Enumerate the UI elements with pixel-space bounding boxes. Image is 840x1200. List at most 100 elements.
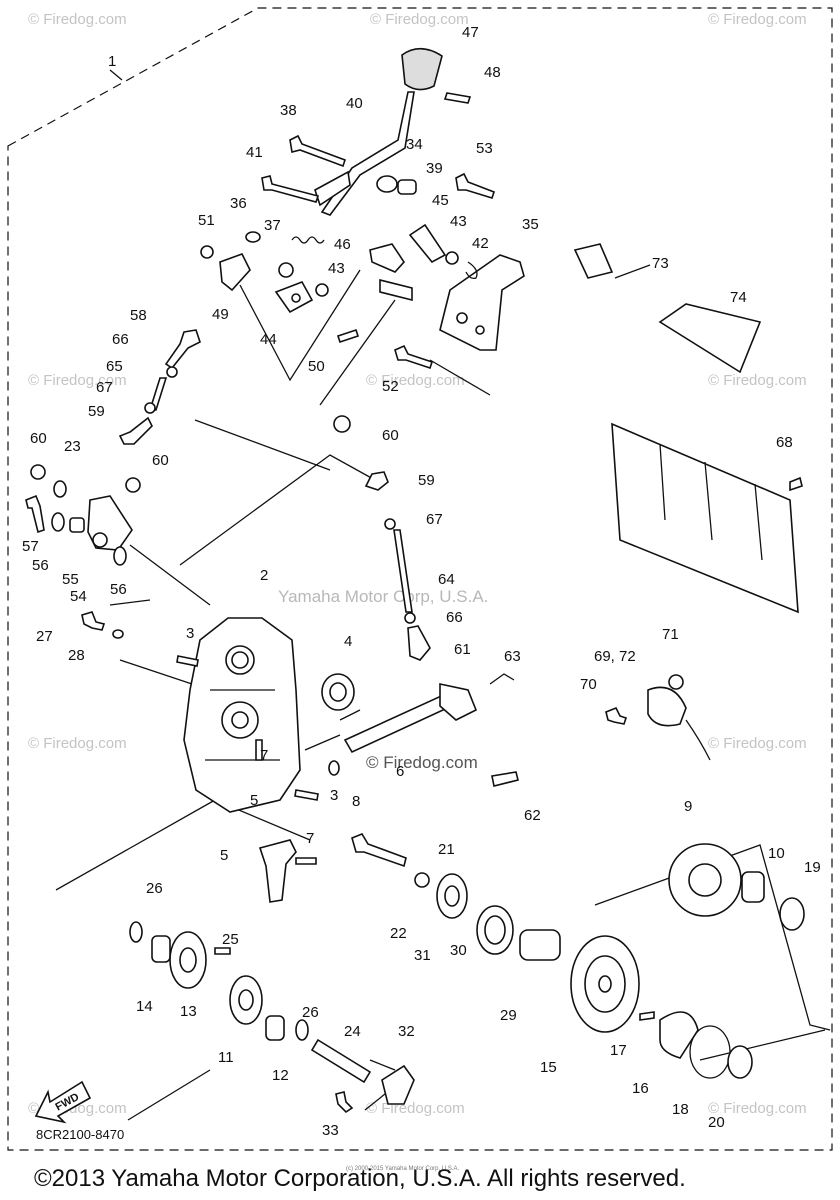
watermark-text: © Firedog.com [28, 11, 127, 28]
callout-label: 57 [22, 538, 39, 555]
washer-36 [245, 231, 261, 243]
callout-label: 13 [180, 1003, 197, 1020]
callout-label: 40 [346, 95, 363, 112]
bolt-53 [455, 172, 496, 199]
callout-label: 62 [524, 807, 541, 824]
callout-label: 16 [632, 1080, 649, 1097]
callout-label: 64 [438, 571, 455, 588]
callout-label: 42 [472, 235, 489, 252]
bolt-38 [289, 134, 347, 168]
rod-65 [148, 377, 168, 411]
callout-label: 5 [250, 792, 258, 809]
callout-label: 43 [328, 260, 345, 277]
rod-end-58 [164, 329, 201, 370]
bracket-49 [219, 253, 251, 292]
nut-60b [30, 464, 46, 480]
nut-67 [144, 402, 156, 414]
tiny-credit: (c) 2000-2015 Yamaha Motor Corp, U.S.A. [346, 1166, 459, 1172]
callout-label: 60 [382, 427, 399, 444]
callout-label: 28 [68, 647, 85, 664]
callout-label: 35 [522, 216, 539, 233]
callout-label: 24 [344, 1023, 361, 1040]
callout-label: 26 [302, 1004, 319, 1021]
callout-label: 4 [344, 633, 352, 650]
callout-label: 65 [106, 358, 123, 375]
bolt-25 [214, 947, 231, 955]
bolt-33 [335, 1091, 354, 1114]
center-rod [364, 471, 431, 661]
callout-label: 45 [432, 192, 449, 209]
callout-label: 74 [730, 289, 747, 306]
label-74 [658, 303, 762, 374]
pin-7b [295, 857, 317, 865]
ring-18 [689, 1025, 731, 1079]
right-parts [573, 243, 803, 761]
callout-label: 12 [272, 1067, 289, 1084]
callout-label: 2 [260, 567, 268, 584]
bearing-10 [741, 871, 765, 903]
rod-end-59 [118, 416, 153, 445]
washer-26 [129, 921, 143, 943]
collar-39 [397, 179, 417, 195]
callout-label: 55 [62, 571, 79, 588]
bolt-57 [25, 494, 45, 534]
callout-label: 58 [130, 307, 147, 324]
callout-label: 7 [260, 747, 268, 764]
callout-label: 26 [146, 880, 163, 897]
shaft-block [369, 243, 406, 273]
arm-45 [408, 223, 447, 264]
callout-label: 9 [684, 798, 692, 815]
bearing-12 [265, 1015, 285, 1041]
callout-label: 29 [500, 1007, 517, 1024]
callout-label: 3 [186, 625, 194, 642]
spring-46 [291, 236, 325, 244]
washer-26b [295, 1019, 309, 1041]
callout-label: 46 [334, 236, 351, 253]
nut-60c [125, 477, 141, 493]
callout-label: 14 [136, 998, 153, 1015]
callout-label: 56 [110, 581, 127, 598]
watermark-text: © Firedog.com [366, 372, 465, 389]
callout-label: 33 [322, 1122, 339, 1139]
bolt-41 [261, 175, 320, 203]
watermark-text: © Firedog.com [708, 735, 807, 752]
shift-arm-5 [258, 839, 297, 903]
clip-42 [465, 261, 478, 280]
nut-66 [166, 366, 178, 378]
callout-label: 66 [446, 609, 463, 626]
callout-label: 34 [406, 136, 423, 153]
callout-label: 56 [32, 557, 49, 574]
leader-lines [55, 69, 831, 1121]
collar-29 [519, 929, 561, 961]
callout-label: 67 [96, 379, 113, 396]
bracket-plate [439, 254, 525, 351]
watermark-text: © Firedog.com [28, 372, 127, 389]
callout-label: 23 [64, 438, 81, 455]
center-watermark: © Firedog.com [366, 753, 478, 772]
label-73 [573, 243, 614, 279]
watermark-text: © Firedog.com [370, 11, 469, 28]
guard-panel [611, 422, 799, 614]
watermark-text: © Firedog.com [708, 11, 807, 28]
callout-label: 39 [426, 160, 443, 177]
callout-label: 70 [580, 676, 597, 693]
callout-label: 5 [220, 847, 228, 864]
sensor-69 [647, 686, 687, 727]
nut-43 [445, 251, 459, 265]
callout-label: 54 [70, 588, 87, 605]
callout-label: 49 [212, 306, 229, 323]
callout-label: 53 [476, 140, 493, 157]
callout-label: 69, 72 [594, 648, 636, 665]
callout-label: 18 [672, 1101, 689, 1118]
callout-label: 17 [610, 1042, 627, 1059]
callout-label: 11 [218, 1049, 234, 1066]
washer-56 [51, 512, 65, 532]
callout-label: 21 [438, 841, 455, 858]
gear-train-left [129, 921, 415, 1114]
seal-19 [779, 897, 805, 931]
shift-shaft [343, 673, 519, 787]
nut-71 [668, 674, 684, 690]
nut-43b [315, 283, 329, 297]
pin-62 [491, 771, 519, 787]
callout-label: 48 [484, 64, 501, 81]
